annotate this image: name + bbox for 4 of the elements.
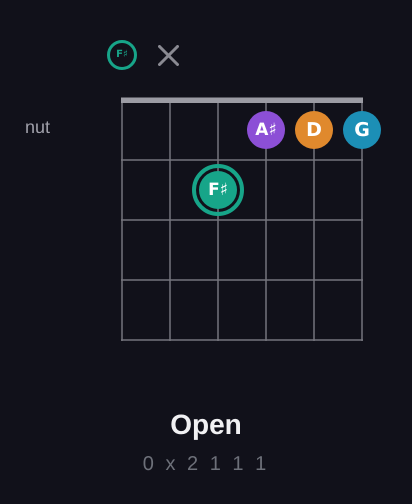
fingering-text: 0 x 2 1 1 1 <box>142 453 270 475</box>
chord-name: Open <box>170 409 242 440</box>
nut-label: nut <box>25 118 50 136</box>
open-string-ring: F♯ <box>107 40 137 70</box>
